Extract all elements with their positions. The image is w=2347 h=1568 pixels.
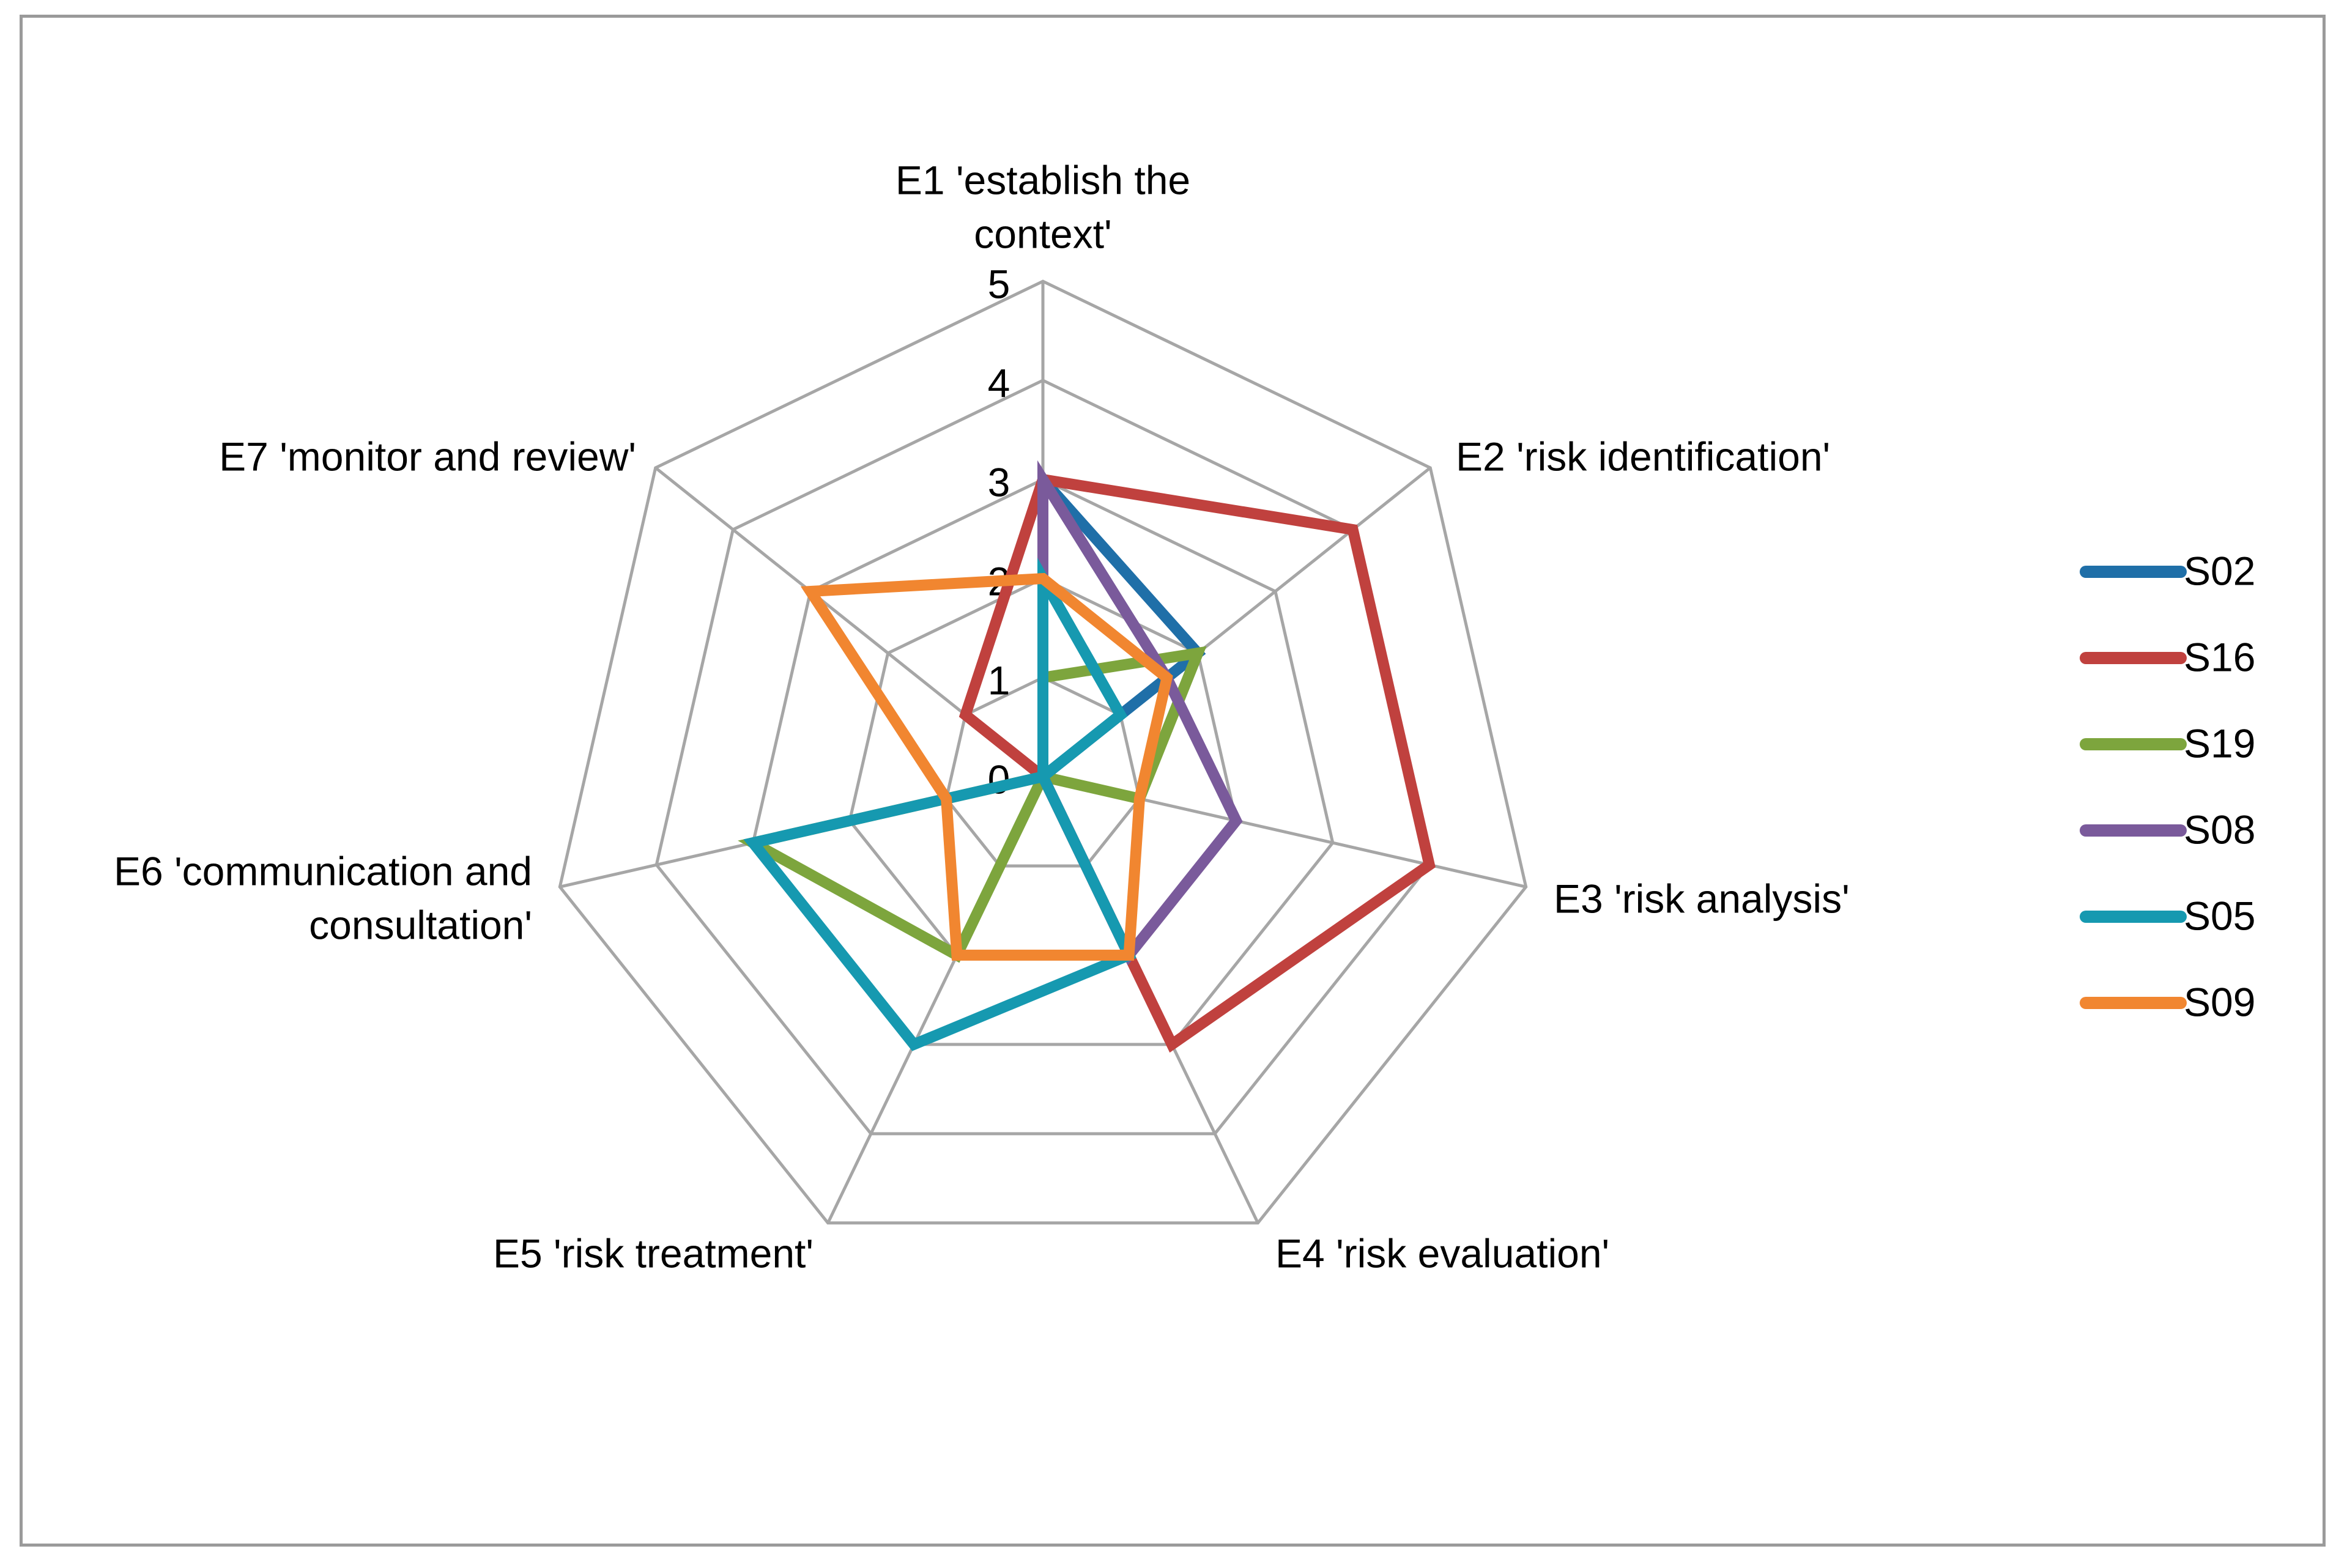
legend-label-s05: S05	[2184, 893, 2255, 938]
radar-series	[738, 460, 1436, 1053]
series-line-s08	[1037, 460, 1243, 966]
grid-ring-3	[751, 478, 1335, 1046]
axis-label-e5: E5 'risk treatment'	[493, 1230, 814, 1276]
series-line-s09	[800, 572, 1173, 961]
legend-label-s08: S08	[2184, 807, 2255, 852]
axis-label-e4: E4 'risk evaluation'	[1275, 1230, 1609, 1276]
series-line-s16	[958, 473, 1436, 1053]
legend-label-s16: S16	[2184, 634, 2255, 679]
tick-label-1: 1	[988, 657, 1010, 703]
axis-label-e2: E2 'risk identification'	[1456, 434, 1830, 479]
radar-axis-labels: E1 'establish the context' E2 'risk identi…	[114, 157, 1850, 1276]
tick-label-5: 5	[988, 261, 1010, 306]
axis-label-e3: E3 'risk analysis'	[1554, 876, 1850, 921]
axis-label-e1-line-2: context'	[974, 211, 1111, 256]
legend-label-s02: S02	[2184, 548, 2255, 593]
legend-label-s19: S19	[2184, 720, 2255, 766]
chart-frame	[20, 15, 2326, 1547]
grid-ring-1	[944, 676, 1141, 868]
axis-label-e7: E7 'monitor and review'	[219, 434, 636, 479]
series-line-s05	[743, 557, 1136, 1051]
axis-label-e1-line-1: E1 'establish the	[895, 157, 1190, 202]
grid-ring-5	[558, 279, 1528, 1225]
axis-label-e6-line-1: E6 'communication and	[114, 848, 532, 893]
tick-label-3: 3	[988, 459, 1010, 505]
tick-label-4: 4	[988, 360, 1010, 405]
axis-label-e6-line-2: consultation'	[309, 902, 532, 947]
legend-label-s09: S09	[2184, 979, 2255, 1024]
